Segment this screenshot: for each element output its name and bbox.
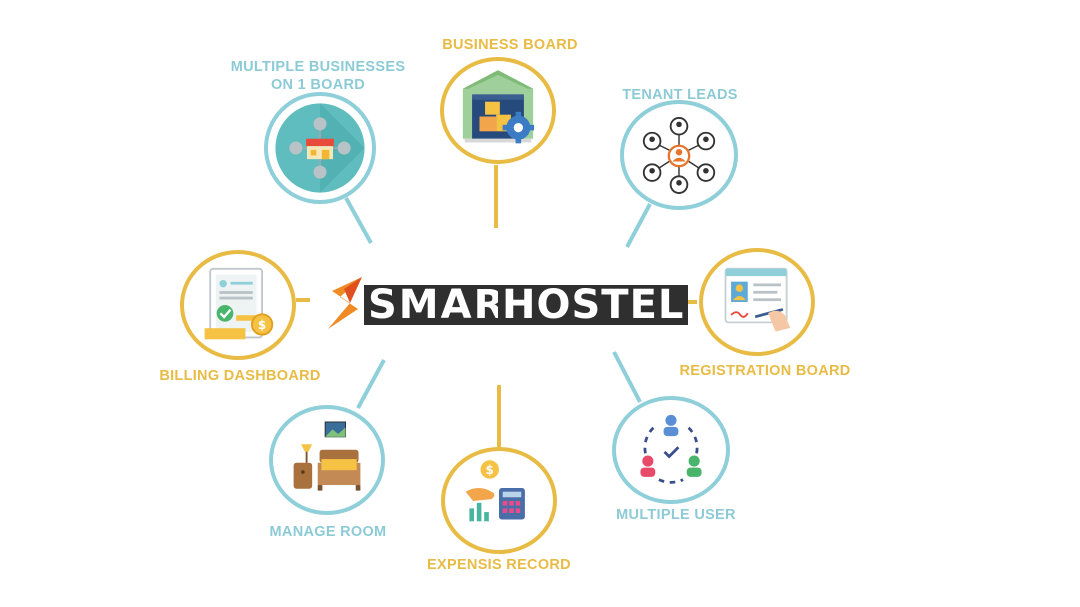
network-house-icon [275, 103, 365, 193]
label-line-1: MULTIPLE BUSINESSES [230, 59, 406, 75]
svg-text:$: $ [258, 318, 266, 332]
label-manage-room: MANAGE ROOM [269, 524, 387, 540]
circle-multiple-businesses [264, 92, 376, 204]
logo-word-hostel: HOSTEL [498, 285, 689, 325]
label-line-2: ON 1 BOARD [270, 77, 366, 93]
label-business-board: BUSINESS BOARD [442, 37, 578, 53]
circle-business-board [440, 57, 556, 164]
people-network-icon [642, 116, 716, 194]
circle-expensis-record: $ [441, 447, 557, 554]
label-expensis-record: EXPENSIS RECORD [427, 557, 571, 573]
label-multiple-user: MULTIPLE USER [616, 507, 736, 523]
users-cycle-icon [640, 414, 702, 484]
smart-hostel-logo: SMART HOSTEL [326, 273, 689, 333]
circle-multiple-user [612, 396, 730, 504]
circle-registration-board [699, 248, 815, 356]
label-tenant-leads: TENANT LEADS [622, 87, 738, 103]
svg-text:$: $ [486, 463, 494, 477]
logo-swoosh-s [328, 277, 362, 329]
warehouse-gear-icon [462, 70, 535, 144]
circle-tenant-leads [620, 100, 738, 210]
id-form-sign-icon [724, 267, 791, 332]
label-multiple-businesses: MULTIPLE BUSINESSES ON 1 BOARD [220, 58, 416, 94]
bedroom-icon [293, 421, 361, 491]
circle-manage-room [269, 405, 385, 515]
label-registration-board: REGISTRATION BOARD [679, 363, 851, 379]
circle-billing-dashboard: $ [180, 250, 296, 360]
invoice-check-icon: $ [204, 267, 274, 340]
hand-coin-calculator-icon: $ [465, 460, 525, 522]
label-billing-dashboard: BILLING DASHBOARD [159, 368, 321, 384]
logo-text-hostel: HOSTEL [498, 273, 689, 333]
